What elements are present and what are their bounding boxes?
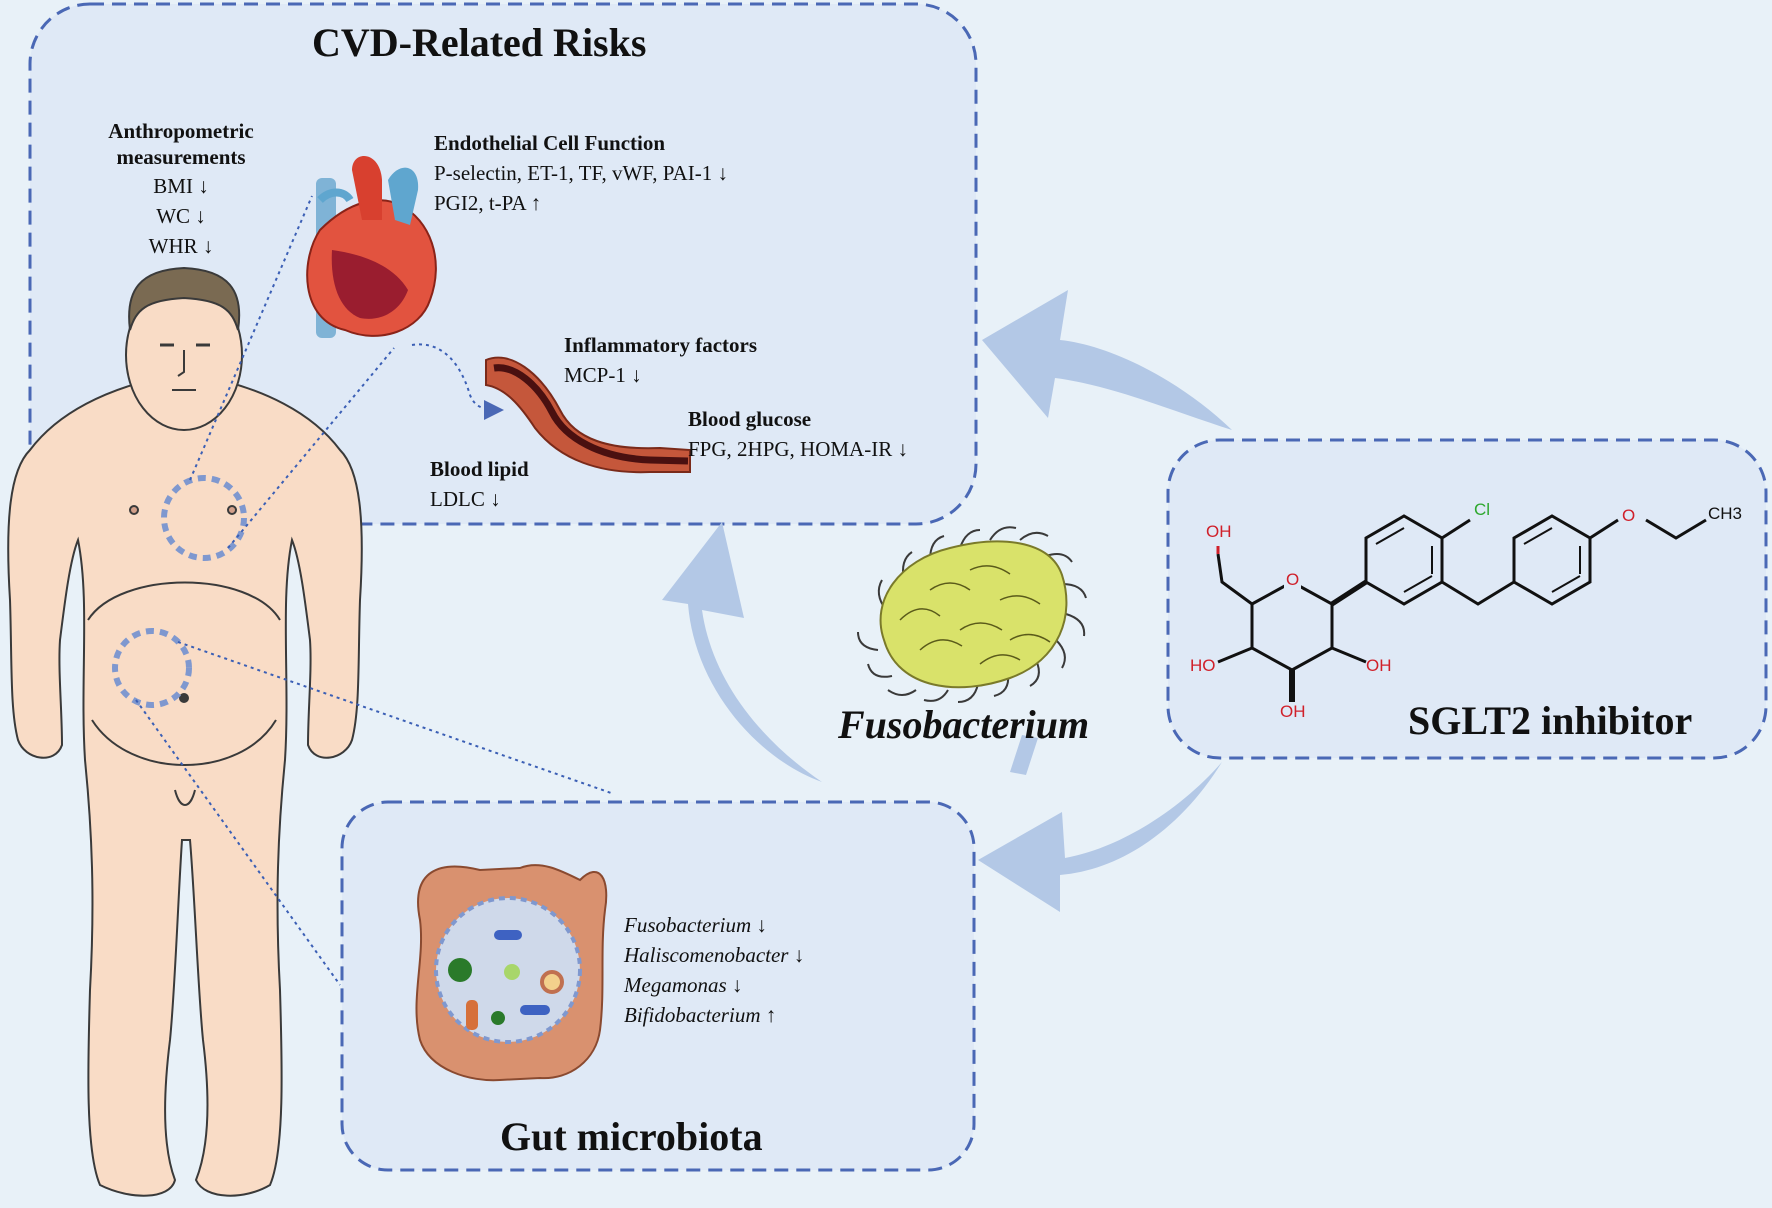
endothelial-line1: P-selectin, ET-1, TF, vWF, PAI-1 ↓: [434, 161, 728, 185]
face-nose: [177, 350, 185, 377]
anthropometric-block: Anthropometric measurements BMI ↓ WC ↓ W…: [56, 118, 306, 262]
belly-line: [87, 581, 281, 621]
connector-lines: [135, 195, 615, 986]
lipid-heading: Blood lipid: [430, 457, 529, 481]
atom-o-ring: O: [1284, 570, 1302, 590]
nipple-left: [129, 505, 139, 515]
arrow-bacterium-to-cvd: [1010, 735, 1038, 775]
arrow-drug-to-cvd: [982, 290, 1232, 430]
gut-taxon-2: Haliscomenobacter ↓: [624, 943, 805, 967]
glucose-line1: FPG, 2HPG, HOMA-IR ↓: [688, 437, 908, 461]
atom-o-ether: O: [1622, 506, 1636, 525]
chest-callout-circle: [161, 475, 247, 561]
atom-oh-right: OH: [1366, 656, 1392, 675]
bacterium-label: Fusobacterium: [838, 702, 1090, 747]
anthropometric-item-whr: WHR ↓: [148, 234, 214, 259]
blood-vessel-illustration: [485, 356, 691, 474]
atom-oh-top: OH: [1206, 522, 1232, 541]
belly-lower: [91, 719, 277, 766]
anthropometric-item-bmi: BMI ↓: [153, 173, 209, 198]
inflammatory-line1: MCP-1 ↓: [564, 363, 642, 387]
arrow-gut-to-cvd: [662, 522, 822, 782]
anthropometric-heading-line2: measurements: [116, 145, 246, 170]
gut-taxon-1: Fusobacterium ↓: [624, 913, 767, 937]
abdomen-callout-circle: [112, 628, 192, 708]
gut-taxon-3: Megamonas ↓: [624, 973, 743, 997]
groin: [174, 789, 196, 806]
glucose-heading: Blood glucose: [688, 407, 812, 431]
cvd-panel-frame: [28, 2, 978, 526]
flow-arrows: [662, 290, 1232, 912]
arrow-drug-to-gut: [978, 762, 1222, 912]
atom-oh-bottom: OH: [1280, 702, 1306, 721]
gut-taxon-4: Bifidobacterium ↑: [624, 1003, 777, 1027]
atom-ho-left: HO: [1190, 656, 1216, 675]
heart-illustration: [306, 156, 437, 338]
endothelial-line2: PGI2, t-PA ↑: [434, 191, 542, 215]
nipple-right: [227, 505, 237, 515]
atom-cl: Cl: [1474, 500, 1491, 519]
anthropometric-item-wc: WC ↓: [156, 203, 206, 228]
gut-panel-title: Gut microbiota: [500, 1114, 763, 1159]
drug-panel-title: SGLT2 inhibitor: [1408, 698, 1693, 743]
intestine-illustration: [415, 864, 608, 1082]
lipid-line1: LDLC ↓: [430, 487, 501, 511]
heart-to-vessel-arrow: [411, 343, 504, 420]
human-figure: [7, 266, 363, 1197]
chemical-structure: [1216, 514, 1707, 702]
endothelial-heading: Endothelial Cell Function: [434, 131, 666, 155]
anthropometric-heading-line1: Anthropometric: [108, 119, 254, 143]
inflammatory-heading: Inflammatory factors: [564, 333, 758, 357]
atom-ch3: CH3: [1708, 504, 1743, 523]
cvd-panel-title: CVD-Related Risks: [312, 20, 647, 65]
hair: [128, 266, 241, 331]
navel: [179, 693, 189, 703]
bacterium-illustration: [857, 526, 1087, 703]
